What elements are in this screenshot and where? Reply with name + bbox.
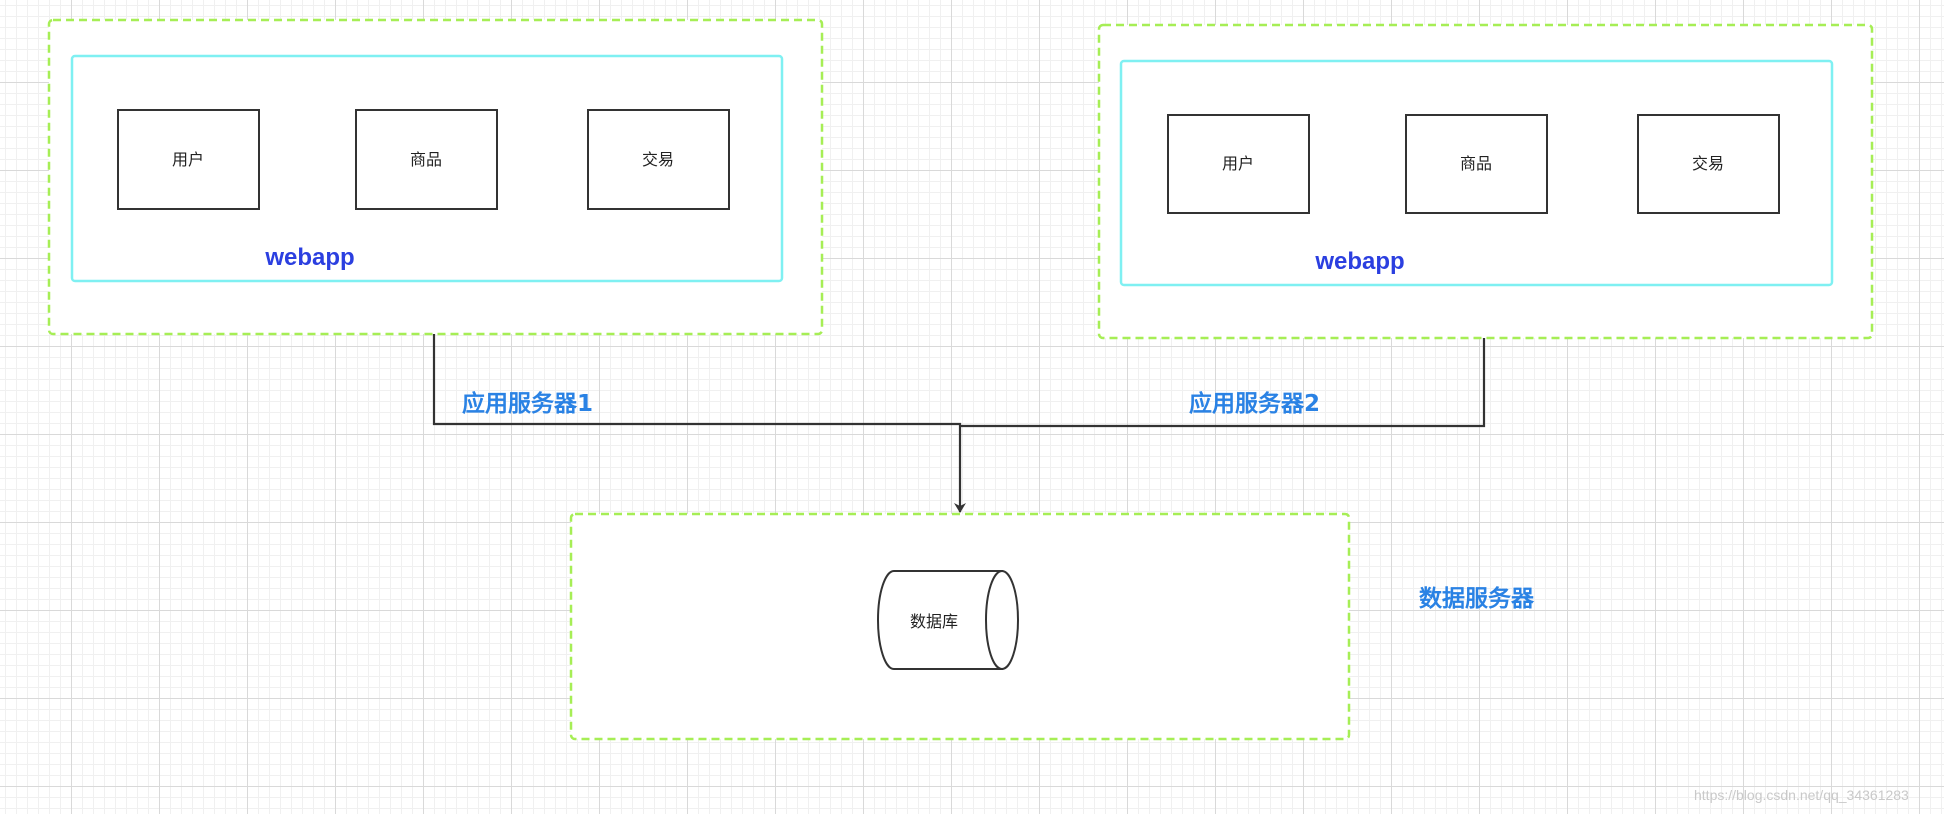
app-server-2-label: 应用服务器2	[1189, 391, 1321, 417]
module-label-trade-1: 交易	[641, 150, 675, 169]
module-label-trade-2: 交易	[1691, 154, 1725, 173]
module-label-user-2: 用户	[1221, 154, 1255, 173]
module-label-user-1: 用户	[171, 150, 205, 169]
connector-server-1-to-db[interactable]	[432, 334, 966, 513]
module-box-user-1[interactable]	[117, 109, 260, 210]
database-cylinder-end	[985, 570, 1019, 670]
module-box-trade-2[interactable]	[1637, 114, 1780, 214]
app-server-1-label: 应用服务器1	[462, 391, 594, 417]
module-label-product-1: 商品	[409, 150, 443, 169]
database-cylinder[interactable]	[877, 570, 1019, 670]
data-server-label: 数据服务器	[1419, 586, 1534, 612]
database-label: 数据库	[909, 612, 959, 631]
database-cylinder-body	[877, 570, 1003, 670]
connector-server-2-to-db[interactable]	[960, 338, 1486, 428]
module-box-user-2[interactable]	[1167, 114, 1310, 214]
module-box-trade-1[interactable]	[587, 109, 730, 210]
watermark: https://blog.csdn.net/qq_34361283	[1694, 787, 1909, 803]
module-box-product-2[interactable]	[1405, 114, 1548, 214]
webapp-label-1: webapp	[265, 244, 355, 271]
module-label-product-2: 商品	[1459, 154, 1493, 173]
module-box-product-1[interactable]	[355, 109, 498, 210]
webapp-label-2: webapp	[1315, 248, 1405, 275]
